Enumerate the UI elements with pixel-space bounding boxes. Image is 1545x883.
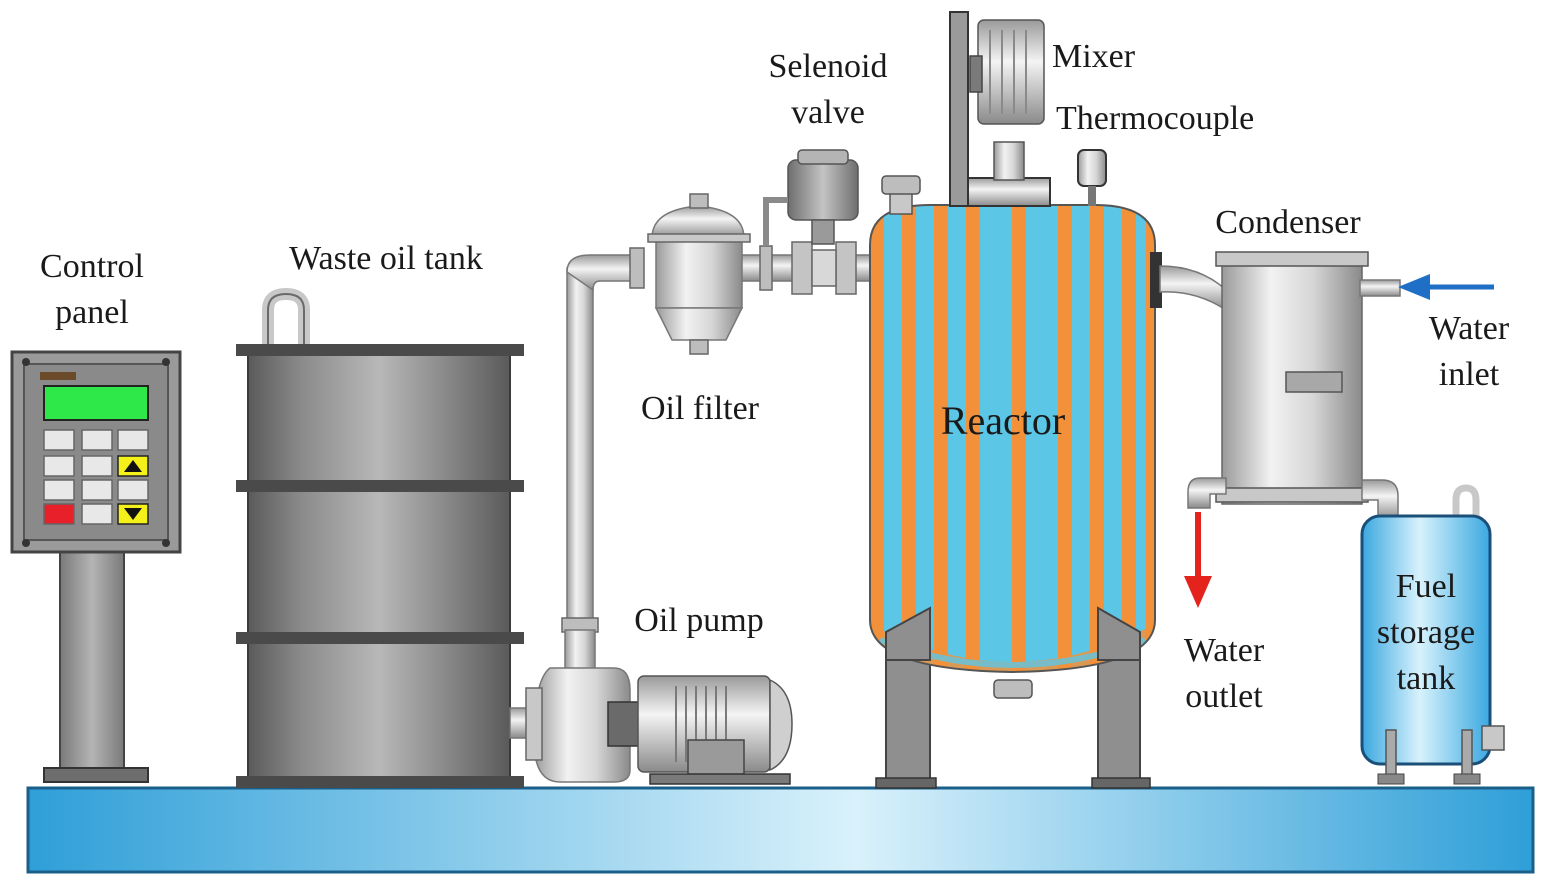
label-water-outlet-line2: outlet [1185,678,1263,715]
label-selenoid-valve-line1: Selenoid [768,48,888,85]
thermocouple [1077,149,1107,206]
panel-keypad [43,429,149,525]
label-water-outlet: Water outlet [1166,628,1282,720]
label-mixer: Mixer [1052,38,1136,75]
label-fuel-storage-tank-line1: Fuel [1395,568,1457,605]
reactor [869,141,1162,789]
oil-pump [509,629,793,785]
panel-display [43,385,149,421]
control-panel [10,350,182,783]
label-water-inlet-line2: inlet [1438,356,1500,393]
label-water-outlet-line1: Water [1183,632,1265,669]
label-oil-pump: Oil pump [634,602,764,639]
label-selenoid-valve: Selenoid valve [748,44,908,136]
label-reactor: Reactor [940,398,1066,443]
label-waste-oil-tank: Waste oil tank [289,240,483,277]
selenoid-valve [763,149,859,246]
label-control-panel: Control panel [22,244,162,336]
base-platform [26,786,1535,874]
label-fuel-storage-tank-line2: storage [1376,614,1476,651]
label-condenser: Condenser [1215,204,1361,241]
water-inlet-arrow [1398,274,1494,300]
fuel-storage-tank [1360,484,1505,785]
label-thermocouple: Thermocouple [1056,100,1255,137]
arrow-down-icon [124,508,142,520]
water-outlet-arrow [1184,512,1212,608]
label-fuel-storage-tank: Fuel storage tank [1360,564,1492,702]
label-water-inlet-line1: Water [1428,310,1510,347]
condenser [1159,251,1401,521]
label-oil-filter: Oil filter [640,390,760,427]
mixer [949,11,1045,207]
oil-filter [647,193,751,355]
feed-pipe [561,241,871,639]
label-water-inlet: Water inlet [1414,306,1524,398]
waste-oil-tank [236,287,524,788]
label-selenoid-valve-line2: valve [791,94,865,131]
label-control-panel-line1: Control [40,248,144,285]
arrow-up-icon [124,460,142,472]
panel-red-key [43,503,75,525]
label-control-panel-line2: panel [55,294,129,331]
label-fuel-storage-tank-line3: tank [1396,660,1456,697]
